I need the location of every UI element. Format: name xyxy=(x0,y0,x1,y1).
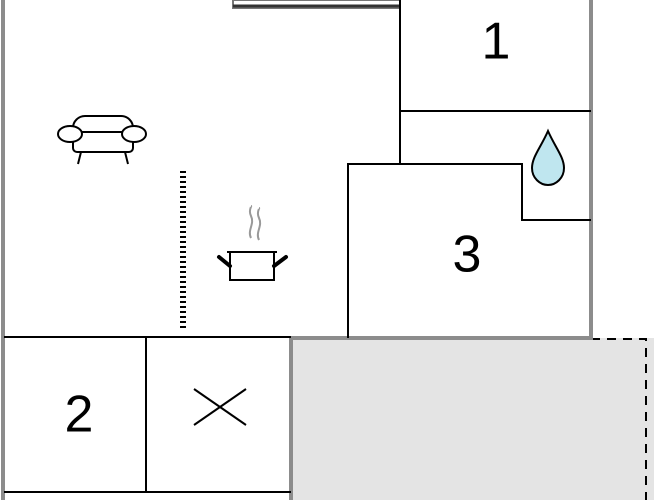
terrace-area xyxy=(291,338,654,500)
terrace-dashed-edge xyxy=(591,338,647,500)
bedroom-3-walls xyxy=(347,163,591,338)
outer-walls xyxy=(1,0,593,500)
terrace xyxy=(291,338,654,500)
top-opening xyxy=(232,0,401,9)
x-mark-icon xyxy=(193,388,247,426)
room-label-1: 1 xyxy=(482,13,511,71)
cooking-pot-icon xyxy=(217,205,288,281)
water-drop-icon xyxy=(530,128,566,187)
sofa-icon xyxy=(57,115,147,165)
interior-walls xyxy=(4,0,591,493)
room-label-3: 3 xyxy=(453,226,482,284)
room-label-2: 2 xyxy=(65,386,94,444)
